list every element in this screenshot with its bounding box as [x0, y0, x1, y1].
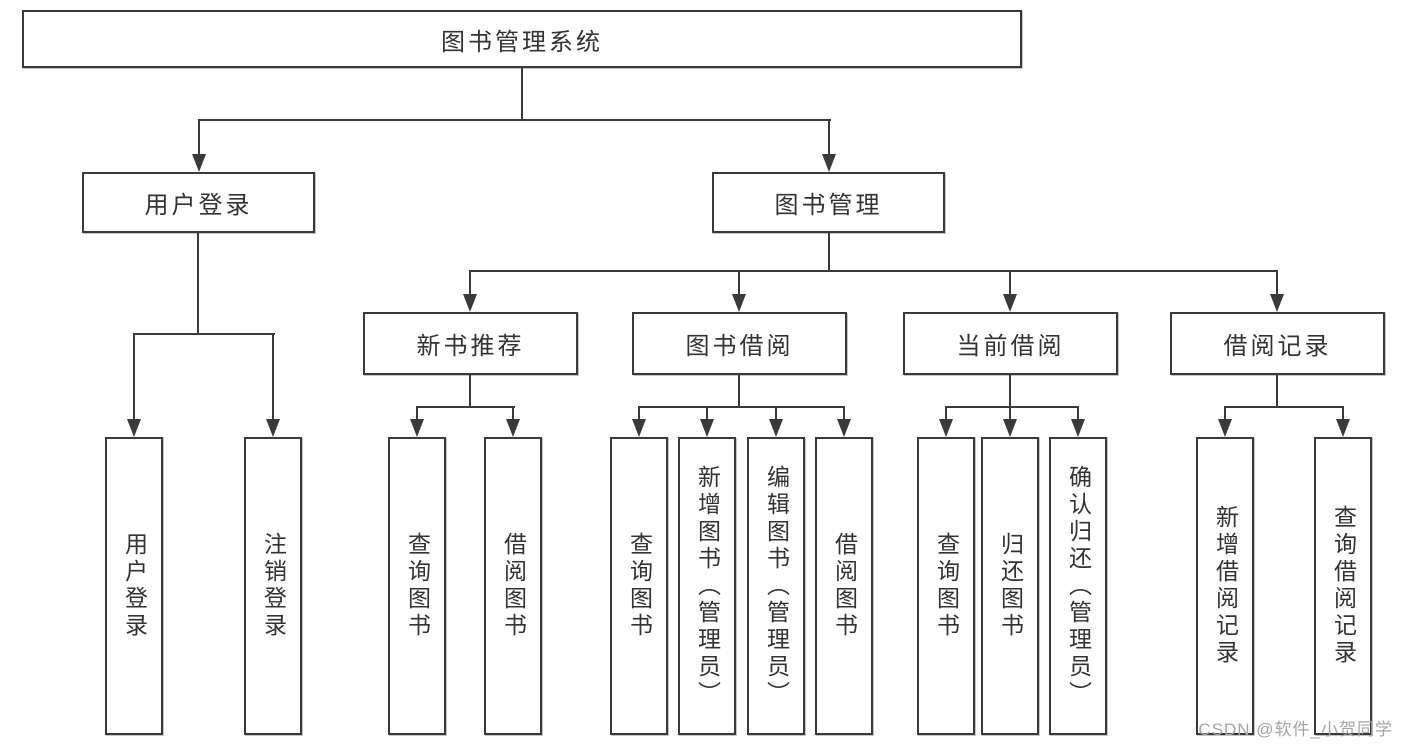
node-user-login: 用户登录 — [82, 172, 315, 233]
connector-line — [1276, 270, 1278, 297]
connector-line — [521, 68, 523, 119]
connector-arrow — [1071, 419, 1085, 437]
connector-arrow — [939, 419, 953, 437]
connector-arrow — [1218, 419, 1232, 437]
leaf-cb-return-books: 归还图书 — [981, 437, 1039, 735]
connector-line — [638, 406, 845, 408]
connector-line — [828, 119, 830, 155]
connector-arrow — [463, 294, 477, 312]
connector-line — [469, 270, 471, 297]
leaf-user-login: 用户登录 — [105, 437, 163, 735]
connector-line — [198, 119, 200, 155]
connector-line — [775, 406, 777, 423]
connector-arrow — [1003, 294, 1017, 312]
connector-arrow — [192, 154, 206, 172]
connector-line — [738, 270, 740, 297]
connector-line — [1224, 406, 1226, 423]
leaf-bb-query-books-label: 查询图书 — [626, 532, 653, 640]
connector-line — [272, 333, 274, 422]
connector-arrow — [1336, 419, 1350, 437]
leaf-cb-return-books-label: 归还图书 — [997, 532, 1024, 640]
connector-line — [1276, 375, 1278, 408]
connector-arrow — [506, 419, 520, 437]
leaf-br-query-record: 查询借阅记录 — [1314, 437, 1372, 735]
connector-line — [706, 406, 708, 423]
connector-line — [416, 406, 418, 423]
connector-line — [133, 333, 275, 335]
leaf-bb-add-books: 新增图书（管理员） — [678, 437, 736, 735]
leaf-bb-borrow-books-label: 借阅图书 — [831, 532, 858, 640]
csdn-watermark: CSDN @软件_小贺同学 — [1198, 720, 1393, 739]
leaf-logout: 注销登录 — [244, 437, 302, 735]
connector-line — [828, 233, 830, 271]
connector-arrow — [837, 419, 851, 437]
connector-line — [1342, 406, 1344, 423]
leaf-bb-borrow-books: 借阅图书 — [815, 437, 873, 735]
connector-line — [945, 406, 1079, 408]
node-book-management: 图书管理 — [712, 172, 945, 233]
leaf-user-login-label: 用户登录 — [121, 532, 148, 640]
connector-line — [469, 375, 471, 408]
connector-line — [512, 406, 514, 423]
connector-arrow — [700, 419, 714, 437]
node-root: 图书管理系统 — [22, 10, 1022, 68]
connector-arrow — [1003, 419, 1017, 437]
node-book-borrow: 图书借阅 — [632, 312, 847, 375]
connector-line — [1009, 375, 1011, 408]
connector-line — [1224, 406, 1344, 408]
node-new-book-recommend: 新书推荐 — [363, 312, 578, 375]
connector-line — [843, 406, 845, 423]
leaf-bb-query-books: 查询图书 — [610, 437, 668, 735]
leaf-bb-edit-books: 编辑图书（管理员） — [747, 437, 805, 735]
connector-arrow — [266, 419, 280, 437]
connector-arrow — [769, 419, 783, 437]
leaf-br-add-record-label: 新增借阅记录 — [1212, 505, 1239, 667]
leaf-logout-label: 注销登录 — [260, 532, 287, 640]
connector-arrow — [1270, 294, 1284, 312]
leaf-br-add-record: 新增借阅记录 — [1196, 437, 1254, 735]
leaf-cb-confirm-return-label: 确认归还（管理员） — [1065, 464, 1092, 708]
leaf-br-query-record-label: 查询借阅记录 — [1330, 505, 1357, 667]
leaf-cb-query-books-label: 查询图书 — [933, 532, 960, 640]
node-borrow-record: 借阅记录 — [1170, 312, 1385, 375]
connector-line — [1077, 406, 1079, 423]
connector-line — [469, 270, 1278, 272]
leaf-nb-query-books: 查询图书 — [388, 437, 446, 735]
connector-line — [738, 375, 740, 408]
connector-line — [197, 233, 199, 334]
leaf-nb-borrow-books-label: 借阅图书 — [500, 532, 527, 640]
connector-arrow — [410, 419, 424, 437]
connector-arrow — [732, 294, 746, 312]
connector-arrow — [632, 419, 646, 437]
connector-line — [1009, 270, 1011, 297]
connector-line — [198, 119, 831, 121]
leaf-cb-query-books: 查询图书 — [917, 437, 975, 735]
leaf-bb-edit-books-label: 编辑图书（管理员） — [763, 464, 790, 708]
connector-arrow — [822, 154, 836, 172]
leaf-nb-borrow-books: 借阅图书 — [484, 437, 542, 735]
connector-line — [638, 406, 640, 423]
connector-line — [133, 333, 135, 422]
connector-line — [945, 406, 947, 423]
leaf-cb-confirm-return: 确认归还（管理员） — [1049, 437, 1107, 735]
connector-line — [416, 406, 515, 408]
connector-line — [1009, 406, 1011, 423]
leaf-nb-query-books-label: 查询图书 — [404, 532, 431, 640]
leaf-bb-add-books-label: 新增图书（管理员） — [694, 464, 721, 708]
node-current-borrow: 当前借阅 — [903, 312, 1118, 375]
connector-arrow — [127, 419, 141, 437]
